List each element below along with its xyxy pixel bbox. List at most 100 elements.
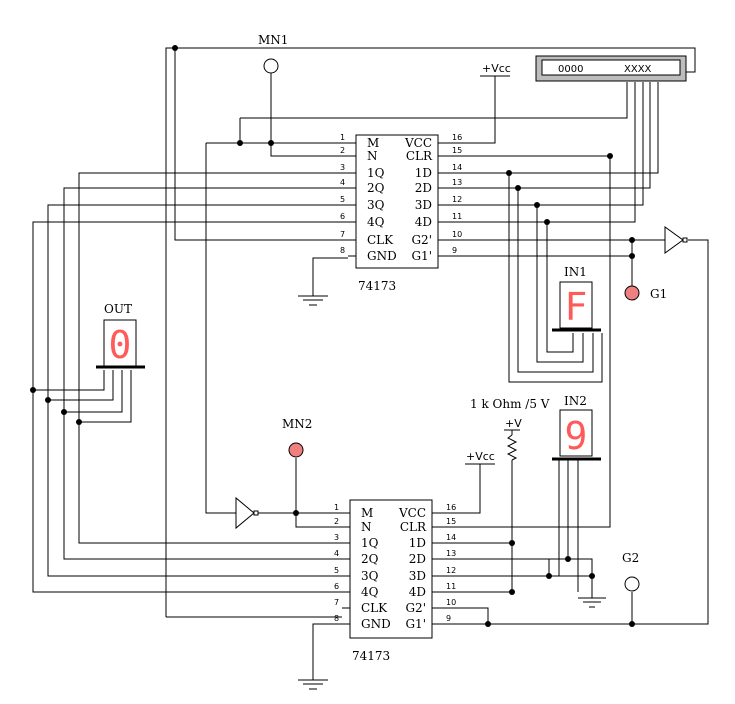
probe-mn1[interactable]: MN1 [258,33,288,74]
chip1-left-pin-name: 2Q [367,181,385,195]
chip1-left-pin-num: 3 [340,163,345,172]
chip2-right-pin-name: VCC [398,506,426,520]
chip1-right-pin-num: 16 [452,133,462,142]
probe-mn2-label: MN2 [282,417,312,431]
wires [32,47,709,680]
chip2-right-pin-name: 2D [409,552,426,566]
chip1-left-pin-name: 1Q [367,166,385,180]
resistor-label: 1 k Ohm /5 V [470,397,550,411]
inverter-1[interactable] [664,226,688,254]
chip2-right-pin-name: G1' [405,617,426,631]
vcc-label-2: +Vcc [466,450,495,463]
chip1-left-pin-num: 1 [340,133,345,142]
chip2-left-pin-name: 3Q [361,569,379,583]
chip1-right-pin-name: 1D [415,166,432,180]
chip2-right-pin-num: 14 [446,533,456,542]
chip-1-body [355,134,439,269]
chip1-left-pin-num: 4 [340,178,345,187]
chip2-right-pin-num: 12 [446,566,456,575]
probe-mn1-label: MN1 [258,33,288,47]
probe-g2-label: G2 [622,551,639,565]
chip1-right-pin-num: 13 [452,178,462,187]
chip2-right-pin-num: 10 [446,598,456,607]
chip2-right-pin-name: G2' [405,601,426,615]
chip2-right-pin-name: 1D [409,536,426,550]
chip1-left-pin-name: M [367,136,379,150]
display-in1-digit: F [565,285,588,329]
probe-g2[interactable]: G2 [622,551,640,592]
chip2-left-pin-name: 2Q [361,552,379,566]
word-generator[interactable]: 0000 XXXX [535,55,687,82]
chip1-left-pin-num: 2 [340,146,345,155]
chip1-right-pin-name: G1' [411,249,432,263]
resistor [506,434,518,461]
display-in1: F IN1 [552,265,601,332]
chip1-right-pin-num: 10 [452,230,462,239]
junctions [30,45,635,627]
chip2-left-pin-num: 1 [334,503,339,512]
chip2-right-pin-num: 16 [446,503,456,512]
vcc-bars [465,75,520,465]
chip2-left-pin-name: N [361,520,372,534]
chip1-right-pin-name: 3D [415,198,432,212]
chip2-left-pin-name: 1Q [361,536,379,550]
chip2-left-pin-num: 6 [334,582,339,591]
chip1-left-pin-num: 7 [340,230,345,239]
display-out: 0 OUT [96,302,145,369]
chip1-right-pin-num: 15 [452,146,462,155]
chip2-left-pin-name: GND [361,617,391,631]
chip1-right-pin-name: G2' [411,233,432,247]
chip1-left-pin-name: N [367,149,378,163]
chip2-left-pin-num: 7 [334,598,339,607]
chip1-left-pin-name: CLK [367,233,394,247]
chip1-left-pin-name: 4Q [367,215,385,229]
probe-mn2[interactable]: MN2 [282,417,312,458]
display-out-label: OUT [104,302,132,316]
chip-2[interactable]: 1 M 2 N 3 1Q 4 2Q 5 3Q 6 4Q 7 CLK 8 GND 16 VCC 15 CLR 14 1D 13… [334,499,456,663]
chip1-right-pin-num: 12 [452,195,462,204]
chip1-right-pin-name: 2D [415,181,432,195]
probe-g1[interactable]: G1 [624,285,667,301]
chip2-left-pin-name: 4Q [361,585,379,599]
display-in2-digit: 9 [565,414,588,458]
chip2-right-pin-name: CLR [400,520,427,534]
chip1-right-pin-name: 4D [415,215,432,229]
chip1-right-pin-name: VCC [404,136,432,150]
chip2-right-pin-num: 15 [446,517,456,526]
chip-2-name: 74173 [352,649,390,663]
word-generator-left: 0000 [558,64,583,75]
chip1-right-pin-num: 14 [452,163,462,172]
chip2-right-pin-num: 13 [446,549,456,558]
chip2-right-pin-name: 3D [409,569,426,583]
chip1-right-pin-num: 9 [452,246,457,255]
chip1-right-pin-name: CLR [406,149,433,163]
chip-1[interactable]: 1 M 2 N 3 1Q 4 2Q 5 3Q 6 4Q 7 CLK 8 GND 16 VCC 15 CLR 14 1D 13… [340,133,462,293]
chip2-left-pin-num: 4 [334,549,339,558]
chip-2-body [349,499,433,639]
chip2-right-pin-num: 9 [446,614,451,623]
display-in2: 9 IN2 [552,394,601,461]
vcc-label-1: +Vcc [482,62,511,75]
vplus-label: +V [505,417,522,430]
chip2-left-pin-num: 8 [334,614,339,623]
chip1-left-pin-num: 5 [340,195,345,204]
chip2-left-pin-num: 2 [334,517,339,526]
chip1-left-pin-name: GND [367,249,397,263]
display-in1-label: IN1 [564,265,587,279]
display-in2-label: IN2 [564,394,587,408]
display-out-digit: 0 [109,323,132,367]
chip2-right-pin-name: 4D [409,585,426,599]
probe-g1-label: G1 [650,287,667,301]
inverter-2[interactable] [235,496,259,530]
chip1-right-pin-num: 11 [452,212,462,221]
chip2-left-pin-name: M [361,506,373,520]
chip2-left-pin-num: 5 [334,566,339,575]
chip1-left-pin-num: 8 [340,246,345,255]
chip2-left-pin-name: CLK [361,601,388,615]
ground-symbols [298,295,606,690]
chip2-left-pin-num: 3 [334,533,339,542]
chip1-left-pin-name: 3Q [367,198,385,212]
chip-1-name: 74173 [358,279,396,293]
chip1-left-pin-num: 6 [340,212,345,221]
